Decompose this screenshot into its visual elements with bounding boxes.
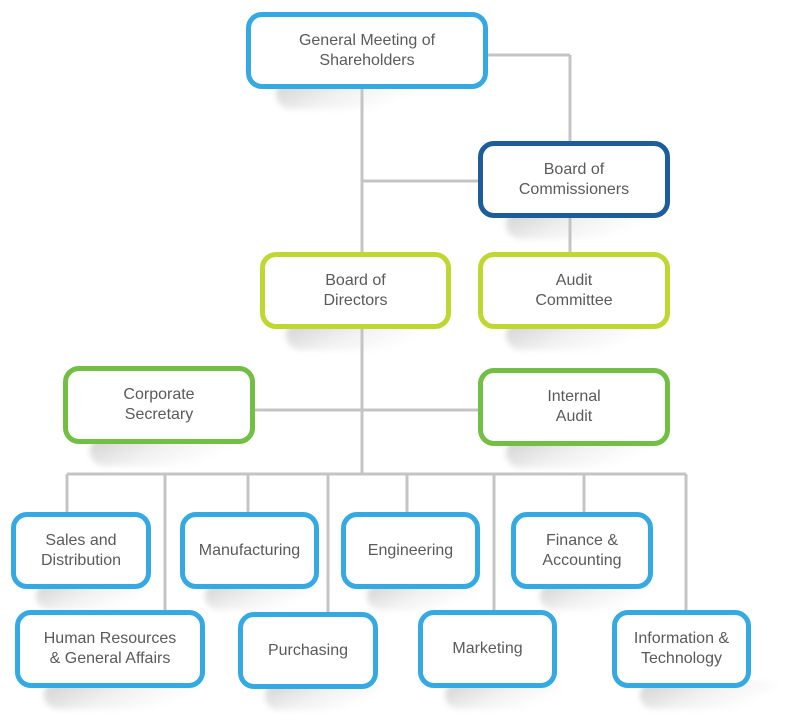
node-board-of-commissioners: Board of Commissioners (478, 141, 670, 218)
node-information-and-technology: Information & Technology (612, 610, 751, 688)
node-label-line: Engineering (367, 541, 454, 559)
node-label-line: Commissioners (518, 180, 630, 198)
node-audit-committee: Audit Committee (478, 252, 670, 329)
node-label-line: Internal (547, 388, 601, 405)
node-label-line: Purchasing (267, 641, 349, 659)
node-label-line: Marketing (452, 640, 523, 657)
node-label-line: Information & (633, 630, 730, 647)
node-board-of-directors: Board of Directors (260, 252, 451, 329)
node-label-line: Directors (323, 291, 388, 309)
node-label-line: Board of (543, 160, 605, 178)
node-label-line: Finance & (545, 531, 619, 549)
node-engineering: Engineering (341, 512, 480, 589)
node-label-line: Audit (555, 408, 593, 425)
node-label-line: & General Affairs (49, 650, 171, 667)
node-purchasing: Purchasing (238, 612, 378, 689)
node-label-line: General Meeting of (298, 31, 436, 49)
node-label-line: Sales and (45, 531, 117, 549)
node-label-line: Audit (555, 271, 593, 289)
node-sales-and-distribution: Sales and Distribution (11, 512, 151, 589)
node-label-line: Distribution (40, 551, 122, 569)
node-manufacturing: Manufacturing (180, 512, 319, 589)
node-internal-audit: Internal Audit (478, 368, 670, 446)
node-label-line: Human Resources (43, 630, 177, 647)
node-label-line: Board of (325, 271, 386, 289)
node-label-line: Shareholders (319, 51, 415, 69)
node-label-line: Manufacturing (198, 541, 301, 559)
node-label-line: Corporate (123, 386, 195, 403)
node-label-line: Committee (535, 291, 613, 309)
node-general-meeting-of-shareholders: General Meeting of Shareholders (246, 12, 488, 89)
node-label-line: Secretary (124, 406, 194, 423)
node-corporate-secretary: Corporate Secretary (63, 366, 255, 444)
node-human-resources-and-general-affairs: Human Resources & General Affairs (15, 610, 205, 688)
node-marketing: Marketing (418, 610, 557, 688)
node-label-line: Accounting (542, 551, 622, 569)
node-finance-and-accounting: Finance & Accounting (511, 512, 653, 589)
node-label-line: Technology (641, 650, 722, 667)
